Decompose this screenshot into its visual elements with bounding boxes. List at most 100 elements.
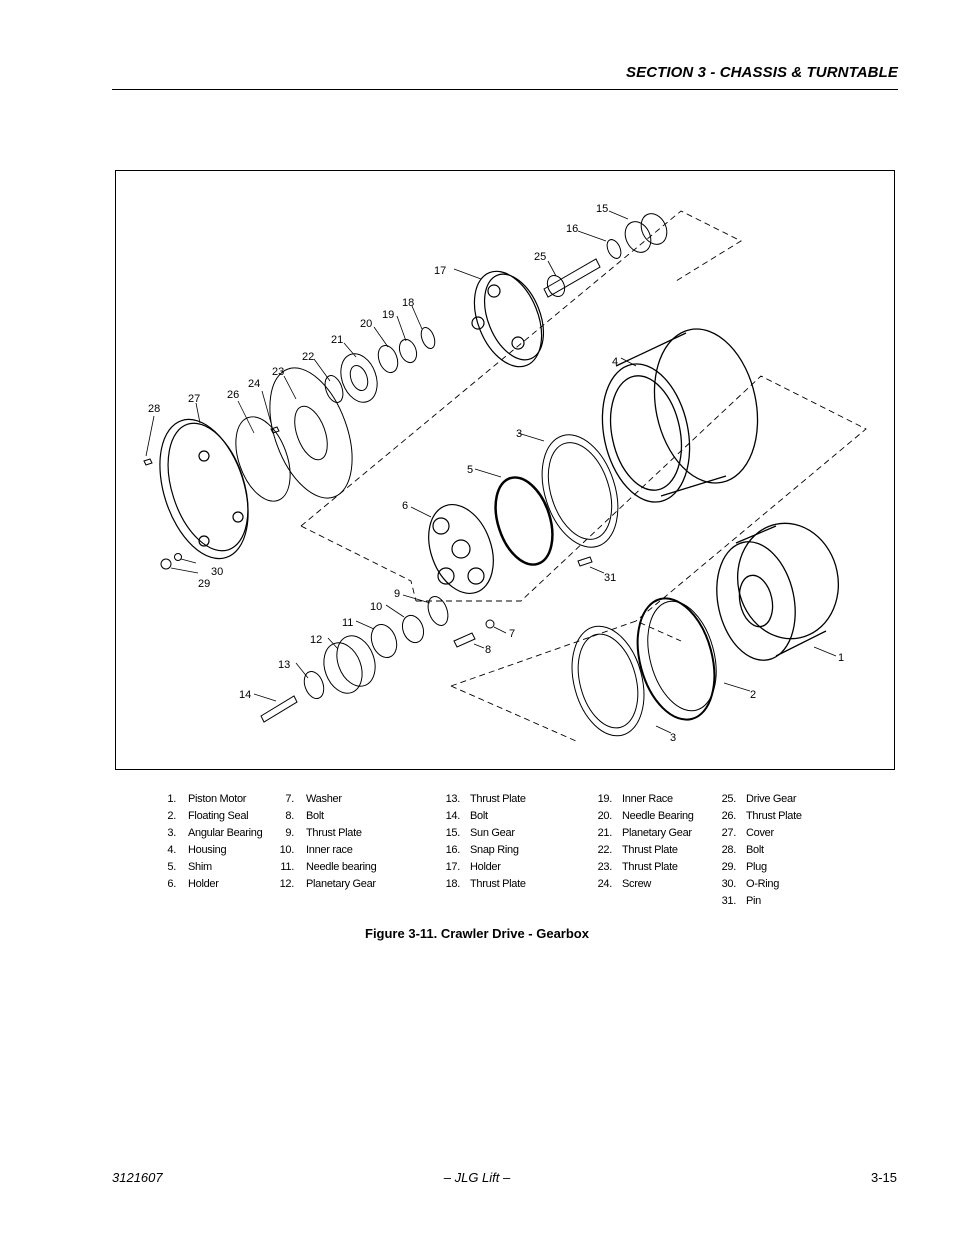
callout-10: 10 — [370, 601, 382, 613]
callout-20: 20 — [360, 318, 372, 330]
washer-7 — [485, 619, 495, 629]
footer-doc-number: 3121607 — [112, 1170, 163, 1185]
angular-bearing-lower — [571, 625, 645, 737]
legend-item: 18.Thrust Plate — [445, 878, 526, 890]
inner-race-19 — [398, 338, 418, 364]
thrust-plate-18 — [420, 326, 436, 350]
bolt-14 — [260, 695, 298, 723]
thrust-plate-26 — [235, 416, 291, 502]
legend-column-1: 1.Piston Motor 2.Floating Seal 3.Angular… — [154, 792, 262, 894]
header-divider — [112, 89, 898, 90]
legend-item: 9.Thrust Plate — [285, 827, 362, 839]
callout-31: 31 — [604, 572, 616, 584]
needle-bearing-11 — [370, 624, 398, 658]
callout-16: 16 — [566, 223, 578, 235]
holder-6 — [428, 503, 494, 595]
callout-26: 26 — [227, 389, 239, 401]
bolt-8 — [453, 632, 476, 648]
legend-item: 6.Holder — [167, 878, 219, 890]
callout-3-lower: 3 — [670, 732, 676, 744]
callout-29: 29 — [198, 578, 210, 590]
inner-race-10 — [401, 614, 425, 644]
legend-item: 20.Needle Bearing — [597, 810, 694, 822]
thrust-plate-23 — [269, 367, 353, 499]
callout-3-upper: 3 — [516, 428, 522, 440]
planetary-gear-21 — [340, 353, 378, 403]
plug — [160, 558, 172, 570]
bolt-28 — [143, 458, 153, 466]
callout-25: 25 — [534, 251, 546, 263]
legend-item: 28.Bolt — [721, 844, 764, 856]
needle-bearing-20 — [377, 344, 399, 374]
callout-24: 24 — [248, 378, 260, 390]
exploded-diagram: 1 2 3 3 4 5 6 7 8 9 10 11 12 13 14 15 16… — [115, 170, 895, 770]
leader-lines — [145, 210, 837, 734]
callout-27: 27 — [188, 393, 200, 405]
legend-item: 12.Planetary Gear — [279, 878, 377, 890]
drive-gear-25 — [543, 258, 601, 298]
thrust-plate-22 — [324, 375, 344, 403]
callout-8: 8 — [485, 644, 491, 656]
legend-item: 13.Thrust Plate — [445, 793, 526, 805]
callout-18: 18 — [402, 297, 414, 309]
shim-5 — [494, 476, 554, 566]
legend-item: 1.Piston Motor — [167, 793, 247, 805]
o-ring — [174, 553, 182, 561]
middle-guide-line — [300, 525, 417, 602]
parts-legend: 1.Piston Motor 2.Floating Seal 3.Angular… — [0, 792, 954, 912]
right-guide-line — [416, 375, 867, 622]
housing-4 — [601, 328, 759, 503]
callout-28: 28 — [148, 403, 160, 415]
legend-item: 23.Thrust Plate — [597, 861, 678, 873]
legend-item: 14.Bolt — [445, 810, 488, 822]
legend-item: 2.Floating Seal — [167, 810, 249, 822]
snap-ring-16 — [606, 239, 622, 259]
callout-6: 6 — [402, 500, 408, 512]
pin-31 — [577, 556, 593, 567]
legend-item: 3.Angular Bearing — [167, 827, 263, 839]
legend-item: 16.Snap Ring — [445, 844, 519, 856]
legend-column-3: 13.Thrust Plate 14.Bolt 15.Sun Gear 16.S… — [438, 792, 526, 894]
legend-item: 17.Holder — [445, 861, 501, 873]
lower-left-guide-line — [450, 685, 577, 742]
callout-7: 7 — [509, 628, 515, 640]
gearbox-exploded-view: 1 2 3 3 4 5 6 7 8 9 10 11 12 13 14 15 16… — [143, 203, 867, 744]
legend-item: 19.Inner Race — [597, 793, 674, 805]
thrust-plate-13 — [303, 670, 325, 700]
screw-24 — [270, 426, 280, 434]
callout-1: 1 — [838, 652, 844, 664]
figure-caption: Figure 3-11. Crawler Drive - Gearbox — [365, 926, 589, 941]
legend-item: 24.Screw — [597, 878, 652, 890]
legend-item: 31.Pin — [721, 895, 762, 907]
legend-item: 4.Housing — [167, 844, 227, 856]
legend-item: 26.Thrust Plate — [721, 810, 802, 822]
legend-item: 8.Bolt — [285, 810, 324, 822]
callout-23: 23 — [272, 366, 284, 378]
legend-item: 21.Planetary Gear — [597, 827, 693, 839]
callout-11: 11 — [342, 617, 353, 629]
legend-item: 30.O-Ring — [721, 878, 780, 890]
callout-2: 2 — [750, 689, 756, 701]
legend-item: 25.Drive Gear — [721, 793, 797, 805]
legend-column-5: 25.Drive Gear 26.Thrust Plate 27.Cover 2… — [714, 792, 802, 911]
legend-item: 10.Inner race — [279, 844, 353, 856]
lower-guide-line — [450, 620, 682, 687]
floating-seal — [636, 597, 716, 721]
cover-plate — [159, 418, 249, 560]
callout-9: 9 — [394, 588, 400, 600]
legend-item: 22.Thrust Plate — [597, 844, 678, 856]
legend-item: 7.Washer — [285, 793, 342, 805]
planetary-gear-12 — [323, 642, 363, 694]
callout-13: 13 — [278, 659, 290, 671]
callout-12: 12 — [310, 634, 322, 646]
callout-19: 19 — [382, 309, 394, 321]
piston-motor — [716, 522, 840, 661]
legend-column-4: 19.Inner Race 20.Needle Bearing 21.Plane… — [590, 792, 694, 894]
legend-column-2: 7.Washer 8.Bolt 9.Thrust Plate 10.Inner … — [272, 792, 377, 894]
legend-item: 15.Sun Gear — [445, 827, 515, 839]
thrust-plate-9 — [427, 596, 449, 626]
legend-item: 27.Cover — [721, 827, 775, 839]
callout-5: 5 — [467, 464, 473, 476]
legend-item: 29.Plug — [721, 861, 768, 873]
callout-15: 15 — [596, 203, 608, 215]
